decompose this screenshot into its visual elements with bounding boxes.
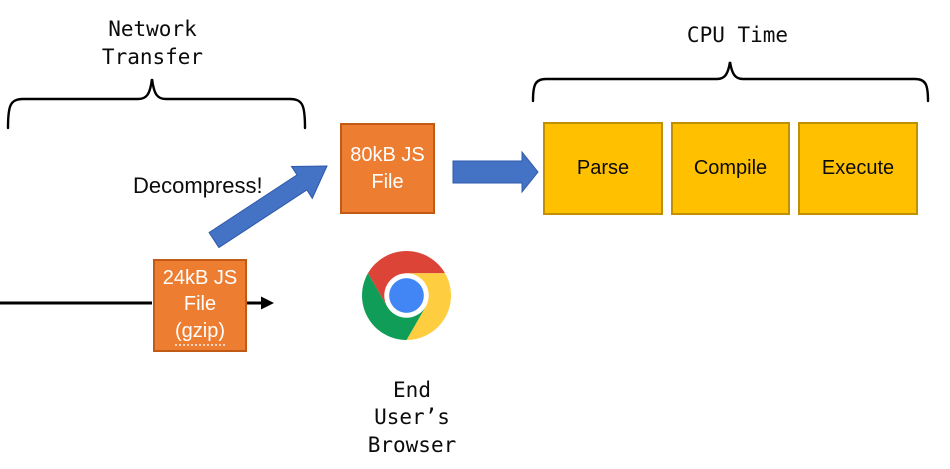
parse-label: Parse — [576, 157, 630, 179]
end-user-browser-caption: End User’s Browser — [367, 378, 457, 457]
compile-label: Compile — [693, 157, 768, 179]
execute-label: Execute — [821, 157, 895, 179]
gzip-file-box: 24kB JS File (gzip) — [153, 259, 247, 352]
execute-box: Execute — [798, 122, 918, 215]
compile-box: Compile — [671, 122, 790, 215]
chrome-blue-center — [389, 278, 424, 313]
chrome-red-segment — [367, 251, 446, 307]
gzip-file-line-2: File — [183, 293, 217, 316]
gzip-file-line-1: 24kB JS — [162, 266, 238, 289]
chrome-green-segment — [362, 273, 426, 340]
network-transfer-brace — [6, 78, 307, 130]
parse-box: Parse — [543, 122, 663, 215]
full-file-line-2: File — [371, 170, 404, 193]
full-file-box: 80kB JS File — [340, 123, 435, 214]
chrome-yellow-segment — [406, 273, 451, 340]
cpu-time-label: CPU Time — [686, 23, 789, 47]
network-transfer-label: Network Transfer — [101, 17, 204, 70]
full-file-line-1: 80kB JS — [350, 143, 425, 166]
network-arrowhead-icon — [261, 296, 274, 310]
decompress-label: Decompress! — [133, 173, 263, 198]
gzip-file-line-3: (gzip) — [174, 318, 225, 347]
cpu-arrow-icon — [452, 150, 539, 194]
cpu-time-brace — [531, 61, 930, 103]
chrome-logo-icon — [362, 251, 451, 340]
